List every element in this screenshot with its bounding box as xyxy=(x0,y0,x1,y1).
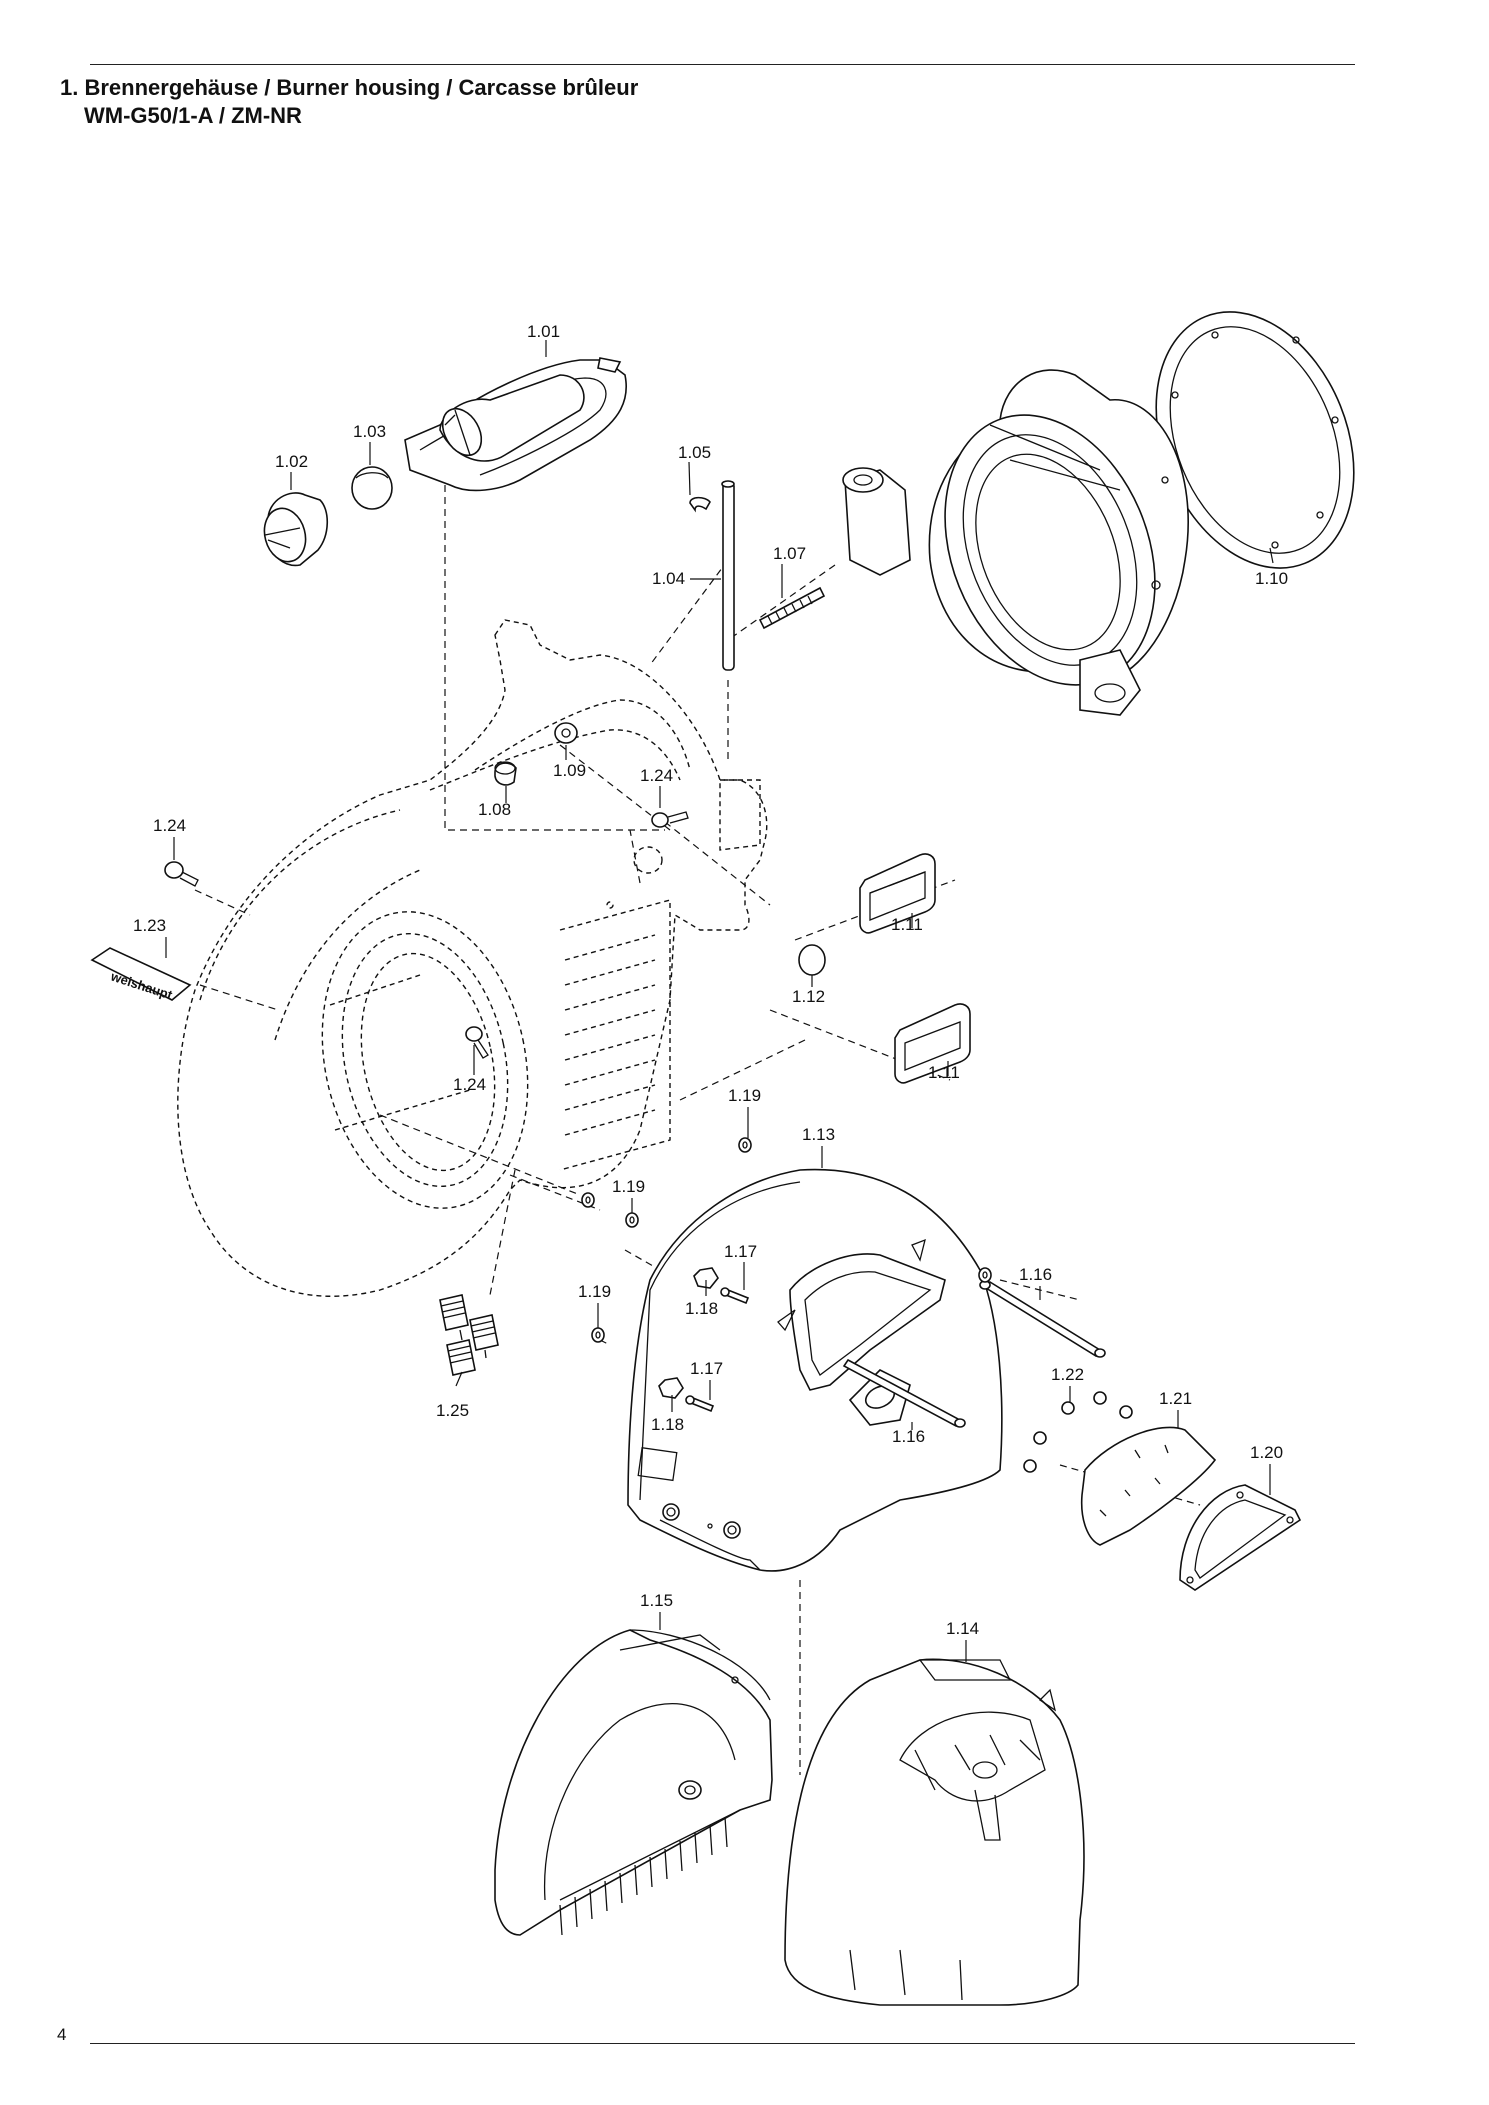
page-title: 1. Brennergehäuse / Burner housing / Car… xyxy=(60,74,638,130)
callout-1-24-middle: 1.24 xyxy=(453,1075,486,1094)
callout-1-03: 1.03 xyxy=(353,422,386,441)
part-1-15-housing-shell xyxy=(494,1629,773,1936)
callout-1-07: 1.07 xyxy=(773,544,806,563)
callout-labels: 1.01 1.03 1.02 1.05 1.04 1.07 1.10 1.09 … xyxy=(133,322,1288,1638)
callout-1-11-bottom: 1.11 xyxy=(928,1063,960,1082)
callout-1-01: 1.01 xyxy=(527,322,560,341)
page-number: 4 xyxy=(57,2025,67,2044)
callout-1-10: 1.10 xyxy=(1255,569,1288,588)
part-1-23-logo-plate: weishaupt xyxy=(90,947,192,1003)
part-1-14-rear-shell xyxy=(784,1658,1085,2006)
part-1-03-cap xyxy=(351,466,393,510)
part-1-13-cover-hood xyxy=(627,1168,1003,1572)
part-1-11-grille-top xyxy=(859,853,936,934)
part-1-05-circlip xyxy=(689,496,711,513)
callout-1-18-lower: 1.18 xyxy=(651,1415,684,1434)
title-line: 1. Brennergehäuse / Burner housing / Car… xyxy=(60,75,639,100)
part-1-01-air-intake xyxy=(404,357,627,492)
part-1-18-nut-upper xyxy=(693,1267,719,1289)
part-1-24-screw-top xyxy=(651,811,689,828)
part-1-19-washer-middle-a xyxy=(581,1192,595,1208)
callout-1-20: 1.20 xyxy=(1250,1443,1283,1462)
burner-flange-housing xyxy=(842,369,1189,716)
callout-1-21: 1.21 xyxy=(1159,1389,1192,1408)
part-1-19-washer-middle-b xyxy=(625,1212,639,1228)
callout-1-19-middle: 1.19 xyxy=(612,1177,645,1196)
part-1-02-air-damper xyxy=(263,492,329,567)
part-1-08-plug xyxy=(494,761,517,786)
callout-1-09: 1.09 xyxy=(553,761,586,780)
part-1-12-sight-glass xyxy=(798,944,826,976)
part-1-25-cable-glands xyxy=(439,1294,499,1376)
callout-1-02: 1.02 xyxy=(275,452,308,471)
callout-1-13: 1.13 xyxy=(802,1125,835,1144)
leader-lines xyxy=(165,340,1274,1662)
part-1-21-cover-plate xyxy=(1080,1426,1217,1546)
callout-1-16-upper: 1.16 xyxy=(1019,1265,1052,1284)
part-1-18-nut-lower xyxy=(658,1377,684,1399)
part-1-19-washer-bottom xyxy=(591,1327,605,1343)
part-1-17-screw-lower xyxy=(685,1395,715,1413)
callout-1-16-lower: 1.16 xyxy=(892,1427,925,1446)
part-1-10-flange-gasket xyxy=(1155,311,1355,569)
callout-1-14: 1.14 xyxy=(946,1619,979,1638)
callout-1-05: 1.05 xyxy=(678,443,711,462)
callout-1-24-top: 1.24 xyxy=(640,766,673,785)
part-1-09-washer xyxy=(554,722,578,744)
part-1-19-washer-top xyxy=(738,1137,752,1153)
callout-1-19-top: 1.19 xyxy=(728,1086,761,1105)
part-1-24-screw-middle xyxy=(465,1026,489,1059)
callout-1-23: 1.23 xyxy=(133,916,166,935)
part-1-04-hinge-pin xyxy=(721,480,735,671)
callout-1-11-top: 1.11 xyxy=(891,915,923,934)
callout-1-04: 1.04 xyxy=(652,569,685,588)
callout-1-17-lower: 1.17 xyxy=(690,1359,723,1378)
fan-housing-outline xyxy=(177,619,768,1297)
part-1-16-bolt-long xyxy=(979,1280,1106,1358)
callout-1-25: 1.25 xyxy=(436,1401,469,1420)
callout-1-19-bottom: 1.19 xyxy=(578,1282,611,1301)
part-1-07-threaded-stud xyxy=(758,586,826,630)
callout-1-18-upper: 1.18 xyxy=(685,1299,718,1318)
part-1-22-fasteners xyxy=(1023,1391,1133,1473)
header-rule xyxy=(90,64,1355,65)
part-1-11-grille-bottom xyxy=(894,1003,971,1084)
part-1-20-gasket xyxy=(1179,1484,1302,1591)
callout-1-12: 1.12 xyxy=(792,987,825,1006)
part-1-24-screw-left xyxy=(164,861,199,887)
part-1-17-screw-upper xyxy=(720,1287,750,1305)
part-1-16-washer xyxy=(978,1267,992,1283)
callout-1-17-upper: 1.17 xyxy=(724,1242,757,1261)
callout-1-24-left: 1.24 xyxy=(153,816,186,835)
part-1-16-bolt-short xyxy=(842,1358,966,1428)
callout-1-08: 1.08 xyxy=(478,800,511,819)
footer-rule xyxy=(90,2043,1355,2044)
callout-1-22: 1.22 xyxy=(1051,1365,1084,1384)
callout-1-15: 1.15 xyxy=(640,1591,673,1610)
model-subtitle: WM-G50/1-A / ZM-NR xyxy=(84,103,302,128)
